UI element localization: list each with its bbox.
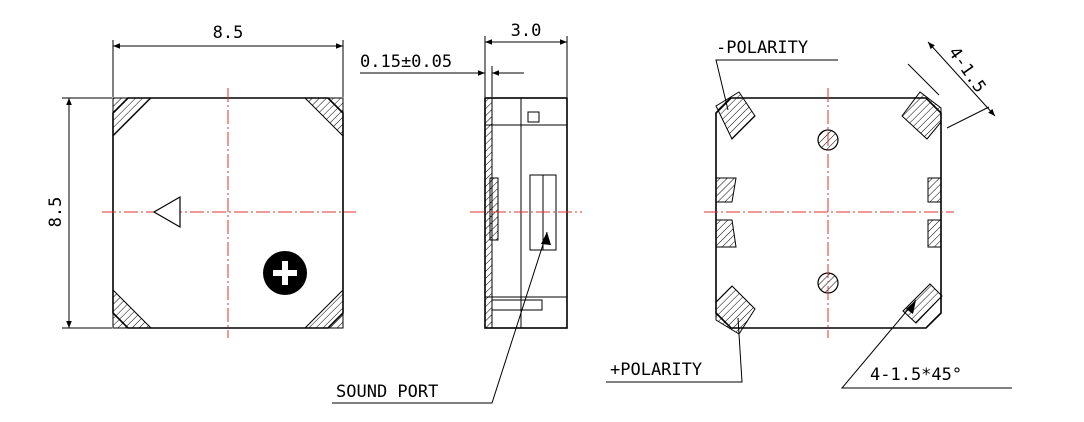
back-slot-right-upper xyxy=(927,177,942,203)
back-pad-tl xyxy=(715,91,756,140)
front-pad-bl xyxy=(112,288,153,329)
neg-polarity-label: -POLARITY xyxy=(716,38,808,58)
pad-size-dimension xyxy=(927,41,996,117)
back-slot-right-lower xyxy=(927,219,942,248)
neg-polarity-leader xyxy=(715,59,838,111)
front-pad-br xyxy=(303,288,344,329)
back-pad-tr xyxy=(901,91,942,140)
chamfer-leader xyxy=(840,299,1012,389)
side-thickness-label: 3.0 xyxy=(511,21,542,41)
back-pad-bl xyxy=(715,285,756,335)
plus-circle-icon xyxy=(263,251,307,295)
front-view: 8.5 8.5 xyxy=(46,23,356,338)
triangle-arrow-icon xyxy=(152,195,181,229)
side-gap-label: 0.15±0.05 xyxy=(360,52,452,72)
sound-port-label: SOUND PORT xyxy=(336,382,438,402)
front-pad-tl xyxy=(112,97,153,138)
back-view: -POLARITY +POLARITY 4-1.5 4-1.5*45° xyxy=(606,38,1012,389)
pos-polarity-label: +POLARITY xyxy=(610,360,702,380)
side-pad-upper xyxy=(489,177,499,241)
back-slot-left-lower xyxy=(715,219,737,248)
sound-port-leader xyxy=(332,231,548,404)
pad-size-label: 4-1.5 xyxy=(944,43,990,96)
pos-polarity-leader xyxy=(606,317,743,383)
chamfer-label: 4-1.5*45° xyxy=(870,365,962,385)
front-height-label: 8.5 xyxy=(46,197,66,228)
back-slot-left-upper xyxy=(715,177,737,203)
side-view: 3.0 0.15±0.05 SOUND PORT xyxy=(332,21,582,404)
front-width-label: 8.5 xyxy=(213,23,244,43)
front-pad-tr xyxy=(303,97,344,138)
